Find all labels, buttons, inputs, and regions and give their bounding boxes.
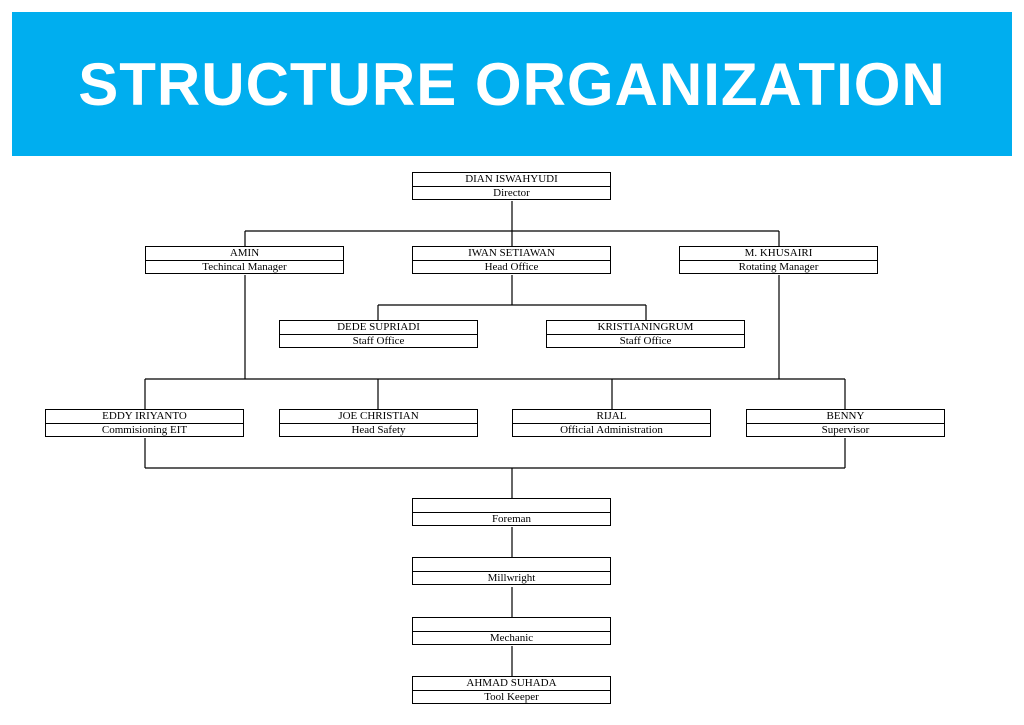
- node-role: Director: [493, 187, 530, 199]
- node-staff-office-1: DEDE SUPRIADI Staff Office: [279, 320, 478, 348]
- page-title: STRUCTURE ORGANIZATION: [78, 50, 946, 118]
- connector-supervisor-bar: [144, 378, 846, 409]
- node-rotating-manager: M. KHUSAIRI Rotating Manager: [679, 246, 878, 274]
- node-name: [413, 558, 610, 572]
- node-supervisor: BENNY Supervisor: [746, 409, 945, 437]
- node-name: JOE CHRISTIAN: [280, 410, 477, 424]
- node-staff-office-2: KRISTIANINGRUM Staff Office: [546, 320, 745, 348]
- connector-managers-bar: [244, 275, 780, 379]
- node-name: AMIN: [146, 247, 343, 261]
- node-name: BENNY: [747, 410, 944, 424]
- node-role: Supervisor: [821, 424, 870, 436]
- node-name: EDDY IRIYANTO: [46, 410, 243, 424]
- connector-bottom-bar: [144, 438, 846, 498]
- node-commisioning-eit: EDDY IRIYANTO Commisioning EIT: [45, 409, 244, 437]
- node-technical-manager: AMIN Techincal Manager: [145, 246, 344, 274]
- node-name: AHMAD SUHADA: [413, 677, 610, 691]
- node-role: Tool Keeper: [484, 691, 539, 703]
- node-role: Techincal Manager: [202, 261, 287, 273]
- node-role: Foreman: [491, 513, 532, 525]
- node-role: Head Safety: [351, 424, 406, 436]
- node-role: Commisioning EIT: [101, 424, 188, 436]
- connector-head-office-staff: [377, 275, 647, 320]
- node-foreman: Foreman: [412, 498, 611, 526]
- node-head-safety: JOE CHRISTIAN Head Safety: [279, 409, 478, 437]
- node-name: [413, 499, 610, 513]
- node-role: Millwright: [487, 572, 536, 584]
- node-name: DIAN ISWAHYUDI: [413, 173, 610, 187]
- node-millwright: Millwright: [412, 557, 611, 585]
- node-name: KRISTIANINGRUM: [547, 321, 744, 335]
- node-tool-keeper: AHMAD SUHADA Tool Keeper: [412, 676, 611, 704]
- node-role: Mechanic: [489, 632, 534, 644]
- node-name: IWAN SETIAWAN: [413, 247, 610, 261]
- node-official-administration: RIJAL Official Administration: [512, 409, 711, 437]
- node-name: [413, 618, 610, 632]
- node-name: RIJAL: [513, 410, 710, 424]
- node-role: Official Administration: [560, 424, 663, 436]
- node-head-office: IWAN SETIAWAN Head Office: [412, 246, 611, 274]
- node-role: Staff Office: [352, 335, 405, 347]
- connector-director-managers: [244, 201, 780, 246]
- node-mechanic: Mechanic: [412, 617, 611, 645]
- node-director: DIAN ISWAHYUDI Director: [412, 172, 611, 200]
- node-role: Staff Office: [619, 335, 672, 347]
- node-role: Head Office: [484, 261, 539, 273]
- title-banner: STRUCTURE ORGANIZATION: [12, 12, 1012, 156]
- node-name: M. KHUSAIRI: [680, 247, 877, 261]
- node-role: Rotating Manager: [738, 261, 819, 273]
- node-name: DEDE SUPRIADI: [280, 321, 477, 335]
